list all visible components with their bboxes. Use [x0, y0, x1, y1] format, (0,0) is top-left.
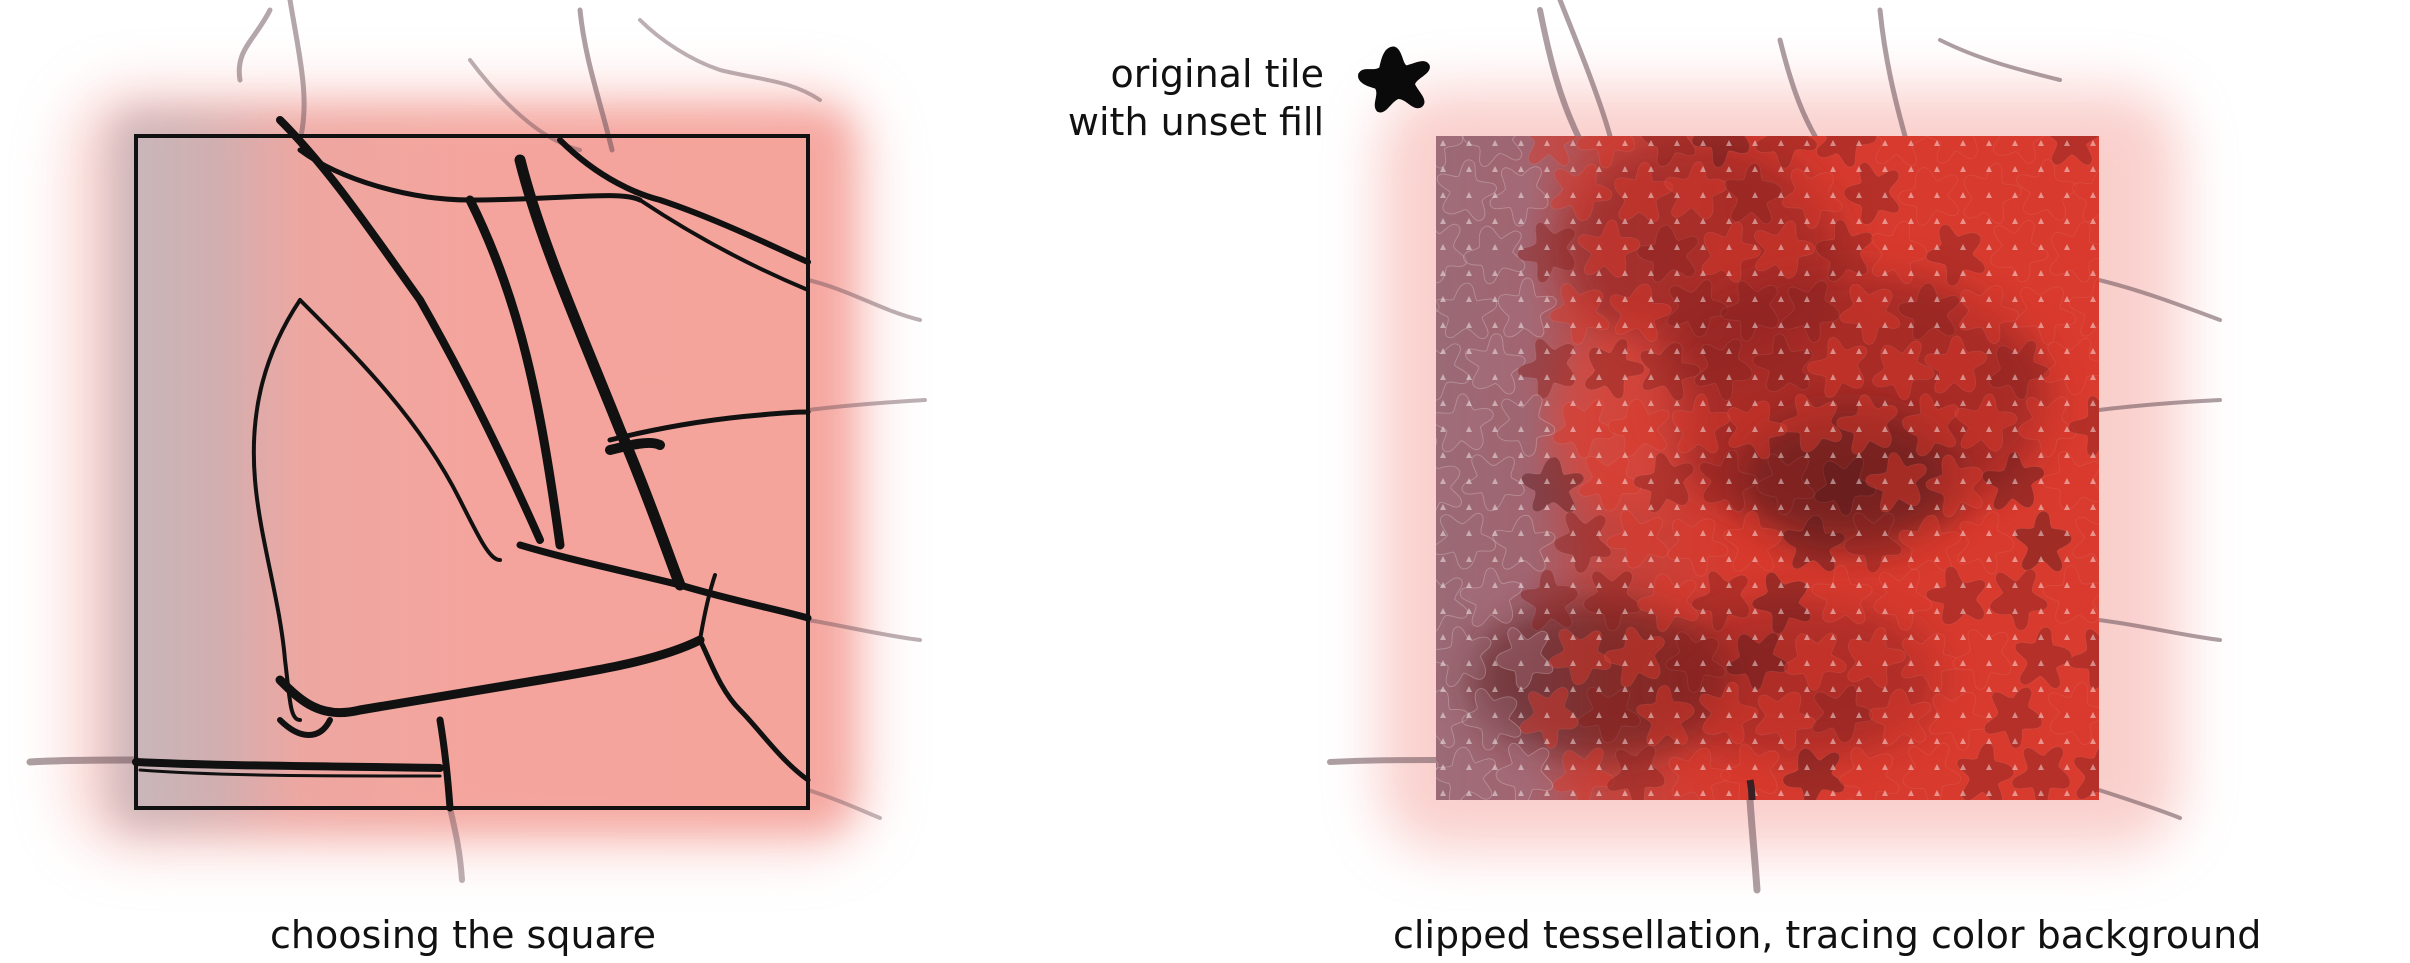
dot-pattern — [1436, 136, 2099, 800]
star-blob-icon — [1358, 46, 1430, 113]
left-panel — [26, 0, 927, 883]
right-panel — [1327, 0, 2222, 894]
tile-label-line1: original tile — [1110, 52, 1324, 96]
right-outer-strokes — [1327, 0, 2222, 894]
tile-label-line2: with unset fill — [1067, 100, 1324, 144]
left-line-drawing — [26, 0, 927, 883]
right-panel-caption: clipped tessellation, tracing color back… — [1393, 913, 2262, 957]
chosen-square — [134, 134, 810, 810]
left-trace-core — [136, 136, 808, 808]
tile-label: original tile with unset fill — [1068, 50, 1324, 146]
left-panel-caption: choosing the square — [270, 913, 657, 957]
